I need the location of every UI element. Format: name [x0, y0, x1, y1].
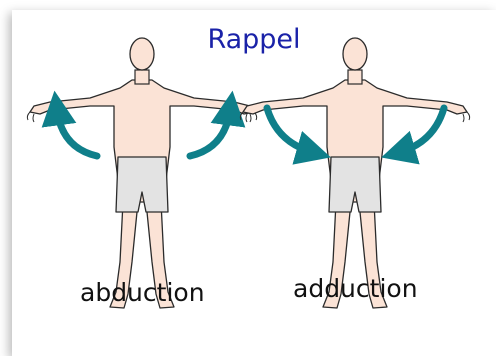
- abduction-arrow-right-icon: [190, 110, 230, 156]
- abduction-figure: [27, 38, 256, 308]
- adduction-figure: [240, 38, 469, 308]
- adduction-label: adduction: [293, 274, 418, 303]
- adduction-arrow-left-icon: [267, 108, 312, 152]
- adduction-arrow-right-icon: [400, 108, 444, 152]
- abduction-arrow-left-icon: [57, 110, 97, 156]
- diagram-card: Rappel: [12, 10, 496, 356]
- abduction-label: abduction: [80, 278, 205, 307]
